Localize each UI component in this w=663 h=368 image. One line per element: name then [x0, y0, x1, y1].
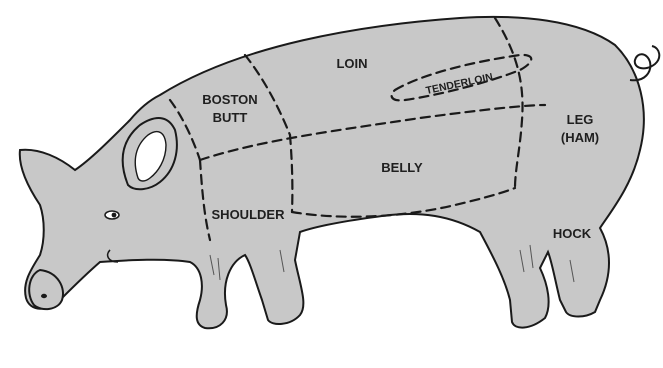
label-boston-butt-line1: BOSTON	[202, 92, 257, 107]
label-leg-line1: LEG	[567, 112, 594, 127]
label-loin: LOIN	[336, 56, 367, 71]
label-belly: BELLY	[381, 160, 423, 175]
label-leg-line2: (HAM)	[561, 130, 599, 145]
nostril	[41, 294, 47, 298]
label-shoulder: SHOULDER	[212, 207, 286, 222]
pig-body	[20, 17, 644, 328]
pupil	[112, 213, 117, 218]
label-hock: HOCK	[553, 226, 592, 241]
label-boston-butt-line2: BUTT	[213, 110, 248, 125]
